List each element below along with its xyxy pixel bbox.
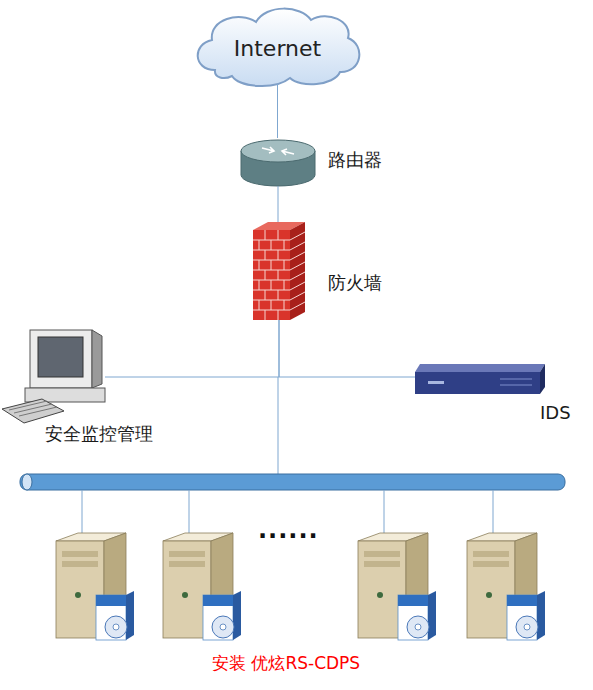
computer-node: 安全监控管理 bbox=[0, 327, 105, 427]
brick-mortar bbox=[253, 230, 305, 320]
server bbox=[467, 533, 545, 640]
server bbox=[163, 533, 241, 640]
node-label: Internet bbox=[234, 36, 321, 61]
keyboard-keys bbox=[9, 401, 57, 416]
cloud-node: Internet bbox=[195, 8, 360, 84]
install-note: 安装 优炫RS-CDPS bbox=[212, 652, 360, 675]
monitor bbox=[30, 330, 92, 388]
node-label: IDS bbox=[540, 402, 571, 423]
router-top bbox=[241, 140, 315, 162]
monitor-side bbox=[92, 330, 102, 388]
ids-front bbox=[415, 372, 540, 394]
monitor-screen bbox=[38, 337, 83, 377]
node-label: 安全监控管理 bbox=[45, 422, 153, 446]
network-link bbox=[105, 320, 279, 377]
router-node: 路由器 bbox=[240, 138, 316, 186]
network-link bbox=[278, 186, 279, 222]
bus-end bbox=[22, 474, 32, 490]
node-label: 防火墙 bbox=[328, 271, 382, 295]
firewall-side bbox=[290, 222, 305, 320]
ids-light bbox=[428, 381, 444, 384]
firewall-node: 防火墙 bbox=[253, 222, 305, 320]
server bbox=[56, 533, 134, 640]
network-link bbox=[277, 84, 278, 138]
keyboard bbox=[2, 399, 64, 423]
ids-vents bbox=[500, 379, 532, 385]
network-bus bbox=[20, 474, 565, 490]
network-link bbox=[279, 320, 415, 377]
ids-side bbox=[540, 364, 545, 394]
ids-top bbox=[415, 364, 545, 372]
ids-node: IDS bbox=[415, 364, 545, 400]
node-label: 路由器 bbox=[328, 148, 382, 172]
internet-cloud bbox=[198, 9, 360, 86]
server bbox=[358, 533, 436, 640]
router-arrows bbox=[262, 147, 294, 155]
trunk-line bbox=[278, 377, 279, 474]
ellipsis-mark: ...... bbox=[258, 516, 319, 544]
